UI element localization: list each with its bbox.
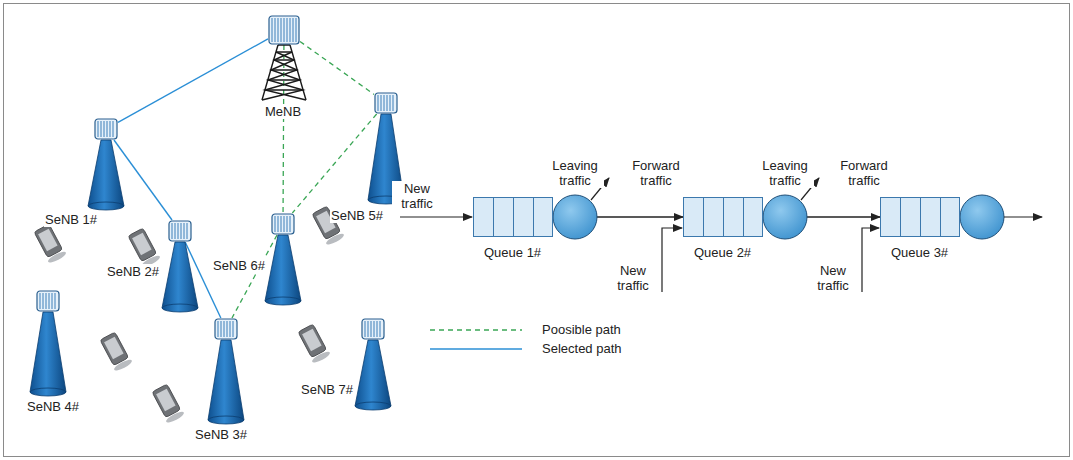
small-cell-antenna: SeNB 4#	[36, 290, 60, 312]
small-cell-antenna: SeNB 1#	[94, 118, 118, 140]
antenna-symbol	[361, 318, 385, 340]
queue-box: Queue 2#	[683, 197, 763, 237]
small-cell-antenna: SeNB 2#	[168, 220, 192, 242]
traffic-label: New traffic	[610, 263, 656, 293]
traffic-arrows	[400, 178, 1042, 292]
antenna-symbol	[168, 220, 192, 242]
queue-label: Queue 2#	[693, 245, 752, 260]
legend-line-sample	[430, 325, 522, 335]
queue-buffer	[473, 197, 553, 237]
phone-icon	[297, 323, 332, 364]
antenna-symbol	[374, 92, 398, 114]
small-cell-cones	[30, 114, 404, 424]
legend-entry: Selected path	[430, 341, 650, 357]
station-label: SeNB 2#	[106, 264, 160, 279]
phone-icon	[127, 227, 162, 268]
queue-buffer	[683, 197, 763, 237]
station-label: SeNB 1#	[44, 212, 98, 227]
station-label: MeNB	[264, 104, 302, 119]
possible-path	[292, 114, 376, 213]
small-cell-antenna: SeNB 6#	[271, 213, 295, 235]
antenna-symbol	[94, 118, 118, 140]
station-label: SeNB 4#	[26, 399, 80, 414]
queue-box: Queue 1#	[473, 197, 553, 237]
small-cell-antenna: SeNB 7#	[361, 318, 385, 340]
phone-icon	[99, 331, 134, 372]
queue-box: Queue 3#	[880, 197, 960, 237]
station-label: SeNB 7#	[300, 382, 354, 397]
station-label: SeNB 5#	[330, 208, 384, 223]
legend-line-sample	[430, 344, 522, 354]
user-phones	[33, 205, 346, 424]
traffic-label: New traffic	[392, 181, 442, 211]
traffic-label: Leaving traffic	[546, 158, 604, 188]
antenna-symbol	[271, 213, 295, 235]
selected-path	[118, 39, 268, 122]
legend-text: Poosible path	[542, 322, 621, 337]
selected-path	[114, 140, 172, 220]
antenna-symbol	[214, 318, 238, 340]
antenna-symbol	[268, 15, 300, 45]
small-cell-antenna: SeNB 3#	[214, 318, 238, 340]
traffic-label: Leaving traffic	[756, 158, 814, 188]
queue-label: Queue 1#	[483, 245, 542, 260]
small-cell-antenna: SeNB 5#	[374, 92, 398, 114]
legend-entry: Poosible path	[430, 322, 650, 338]
traffic-label: New traffic	[810, 263, 856, 293]
queue-label: Queue 3#	[890, 245, 949, 260]
traffic-label: Forward traffic	[834, 158, 894, 188]
phone-icon	[33, 223, 68, 264]
traffic-label: Forward traffic	[626, 158, 686, 188]
phone-icon	[151, 383, 186, 424]
possible-path	[300, 41, 374, 94]
queue-buffer	[880, 197, 960, 237]
legend-text: Selected path	[542, 341, 622, 356]
queue-servers	[553, 195, 1004, 239]
macro-base-station: MeNB	[268, 15, 300, 45]
station-label: SeNB 6#	[212, 258, 266, 273]
macro-tower	[262, 45, 306, 100]
antenna-symbol	[36, 290, 60, 312]
station-label: SeNB 3#	[194, 427, 248, 442]
